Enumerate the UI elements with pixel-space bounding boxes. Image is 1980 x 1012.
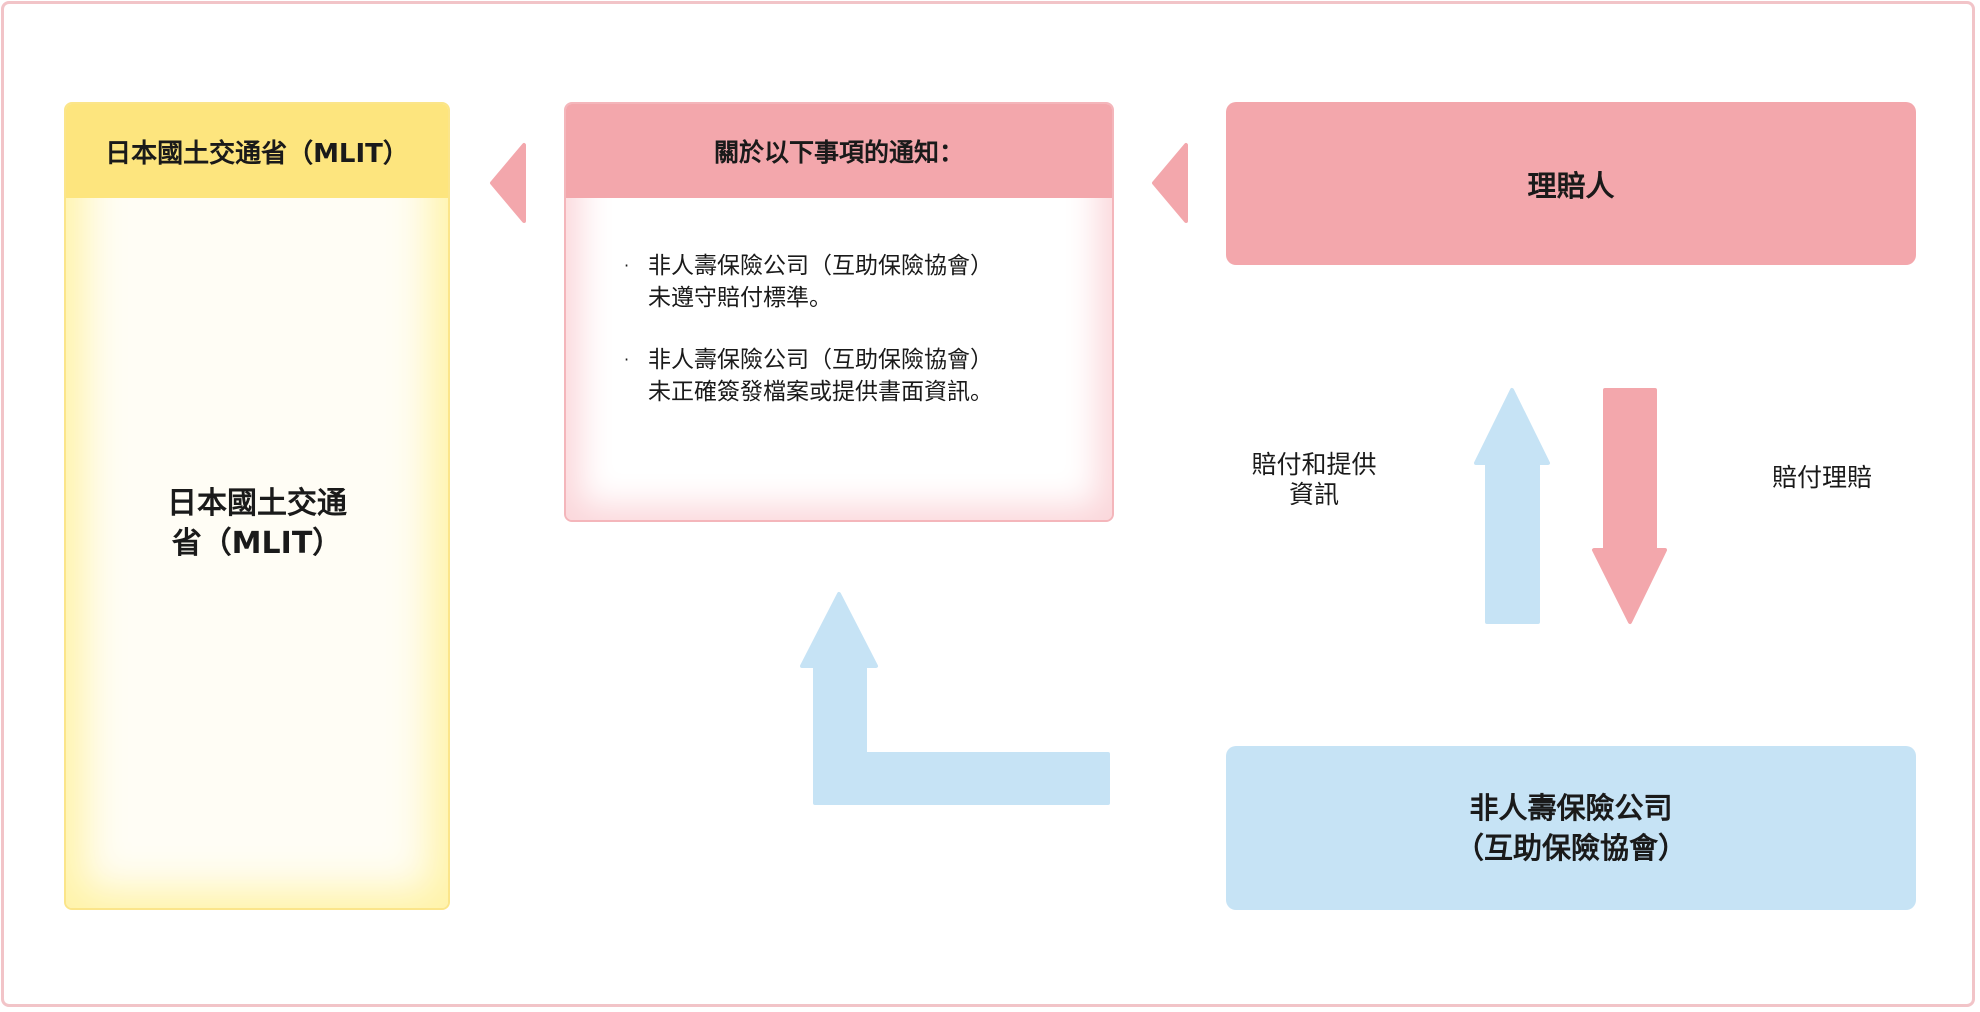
notice-item: · 非人壽保險公司（互助保險協會） 未遵守賠付標準。 (624, 250, 1092, 314)
insurer-line2: （互助保險協會） (1454, 831, 1687, 865)
notice-item-line2: 未遵守賠付標準。 (648, 285, 832, 311)
claimant-label: 理賠人 (1527, 168, 1615, 203)
bullet-icon: · (624, 350, 630, 369)
payment-info-label: 賠付和提供 資訊 (1224, 450, 1404, 510)
payment-info-line2: 資訊 (1288, 480, 1339, 509)
mlit-body-line2: 省（MLIT） (171, 526, 343, 561)
notice-item: · 非人壽保險公司（互助保險協會） 未正確簽發檔案或提供書面資訊。 (624, 344, 1092, 408)
mlit-header: 日本國土交通省（MLIT） (66, 104, 448, 198)
insurer-line1: 非人壽保險公司 (1469, 791, 1673, 825)
notice-item-line2: 未正確簽發檔案或提供書面資訊。 (648, 379, 993, 405)
arrow-up-icon (1474, 388, 1550, 624)
notice-item-line1: 非人壽保險公司（互助保險協會） (648, 253, 993, 279)
notice-box: 關於以下事項的通知： · 非人壽保險公司（互助保險協會） 未遵守賠付標準。 · … (564, 102, 1114, 522)
mlit-body-text: 日本國土交通 省（MLIT） (66, 484, 448, 564)
bullet-icon: · (624, 256, 630, 275)
payment-info-line1: 賠付和提供 (1251, 450, 1377, 479)
notice-header: 關於以下事項的通知： (566, 104, 1112, 198)
mlit-box: 日本國土交通省（MLIT） 日本國土交通 省（MLIT） (64, 102, 450, 910)
left-triangle-icon (1152, 143, 1188, 223)
arrow-down-icon (1592, 388, 1667, 624)
insurer-box: 非人壽保險公司 （互助保險協會） (1226, 746, 1916, 910)
notice-list: · 非人壽保險公司（互助保險協會） 未遵守賠付標準。 · 非人壽保險公司（互助保… (624, 250, 1092, 438)
arrow-l-shape-icon (800, 592, 1110, 805)
claim-payment-label: 賠付理賠 (1771, 463, 1872, 492)
notice-item-line1: 非人壽保險公司（互助保險協會） (648, 347, 993, 373)
mlit-body-line1: 日本國土交通 (167, 486, 347, 521)
left-triangle-icon (490, 143, 526, 223)
claimant-box: 理賠人 (1226, 102, 1916, 265)
